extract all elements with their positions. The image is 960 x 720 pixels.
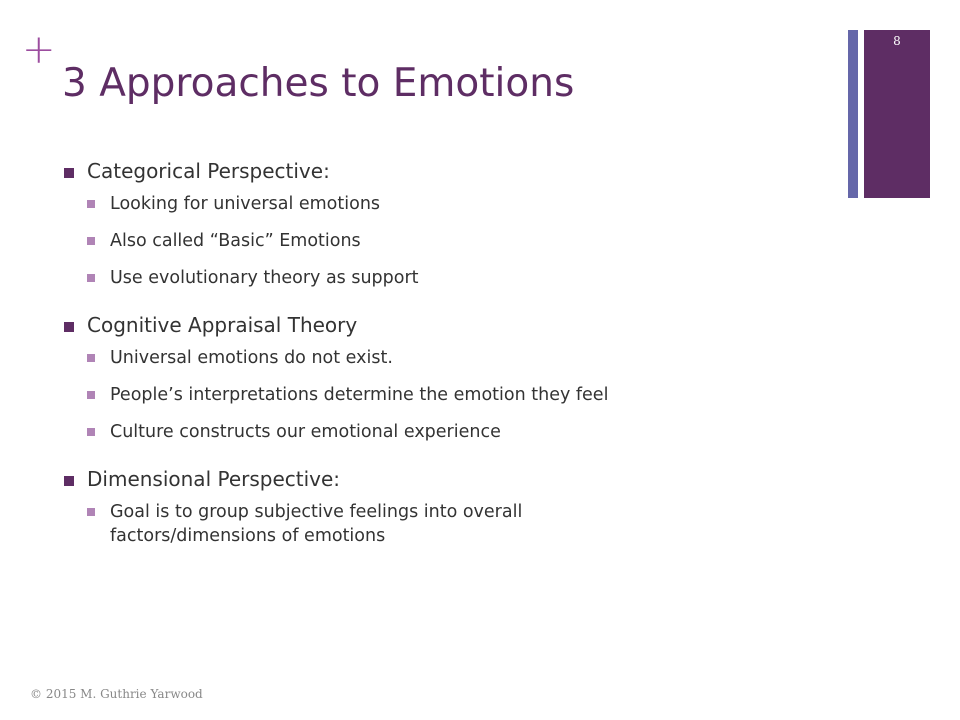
square-bullet-icon (87, 237, 95, 245)
copyright-footer: © 2015 M. Guthrie Yarwood (30, 687, 203, 701)
square-bullet-icon (64, 322, 74, 332)
sub-bullet: Culture constructs our emotional experie… (62, 420, 822, 444)
sub-bullet: Universal emotions do not exist. (62, 346, 822, 370)
bullet-text: Categorical Perspective: (87, 159, 330, 183)
sub-bullet-text: Universal emotions do not exist. (110, 348, 393, 368)
square-bullet-icon (87, 391, 95, 399)
square-bullet-icon (87, 274, 95, 282)
square-bullet-icon (87, 428, 95, 436)
square-bullet-icon (87, 508, 95, 516)
sub-bullet: Use evolutionary theory as support (62, 266, 822, 290)
bullet-text: Cognitive Appraisal Theory (87, 313, 358, 337)
square-bullet-icon (87, 200, 95, 208)
slide-number: 8 (893, 34, 901, 48)
sub-bullet-text: Looking for universal emotions (110, 194, 381, 214)
sub-bullet-continuation: factors/dimensions of emotions (62, 524, 822, 548)
sub-bullet: Also called “Basic” Emotions (62, 229, 822, 253)
sub-bullet: Goal is to group subjective feelings int… (62, 500, 822, 524)
bullet-text: Dimensional Perspective: (87, 467, 341, 491)
bullet-dimensional-perspective: Dimensional Perspective: (62, 466, 822, 492)
sub-bullet-text: Goal is to group subjective feelings int… (110, 502, 523, 522)
sub-bullet-text: factors/dimensions of emotions (110, 526, 386, 546)
sub-bullet: Looking for universal emotions (62, 192, 822, 216)
sub-bullet-text: Culture constructs our emotional experie… (110, 422, 501, 442)
sub-bullet-text: People’s interpretations determine the e… (110, 385, 609, 405)
sub-bullet-text: Use evolutionary theory as support (110, 268, 419, 288)
bullet-cognitive-appraisal-theory: Cognitive Appraisal Theory (62, 312, 822, 338)
square-bullet-icon (64, 168, 74, 178)
square-bullet-icon (87, 354, 95, 362)
accent-bar-purple (864, 30, 930, 198)
square-bullet-icon (64, 476, 74, 486)
plus-icon: + (22, 27, 56, 73)
sub-bullet: People’s interpretations determine the e… (62, 383, 822, 407)
sub-bullet-text: Also called “Basic” Emotions (110, 231, 361, 251)
slide-title: 3 Approaches to Emotions (62, 61, 575, 106)
bullet-categorical-perspective: Categorical Perspective: (62, 158, 822, 184)
accent-bar-blue (848, 30, 858, 198)
slide-body: Categorical Perspective: Looking for uni… (62, 158, 822, 561)
